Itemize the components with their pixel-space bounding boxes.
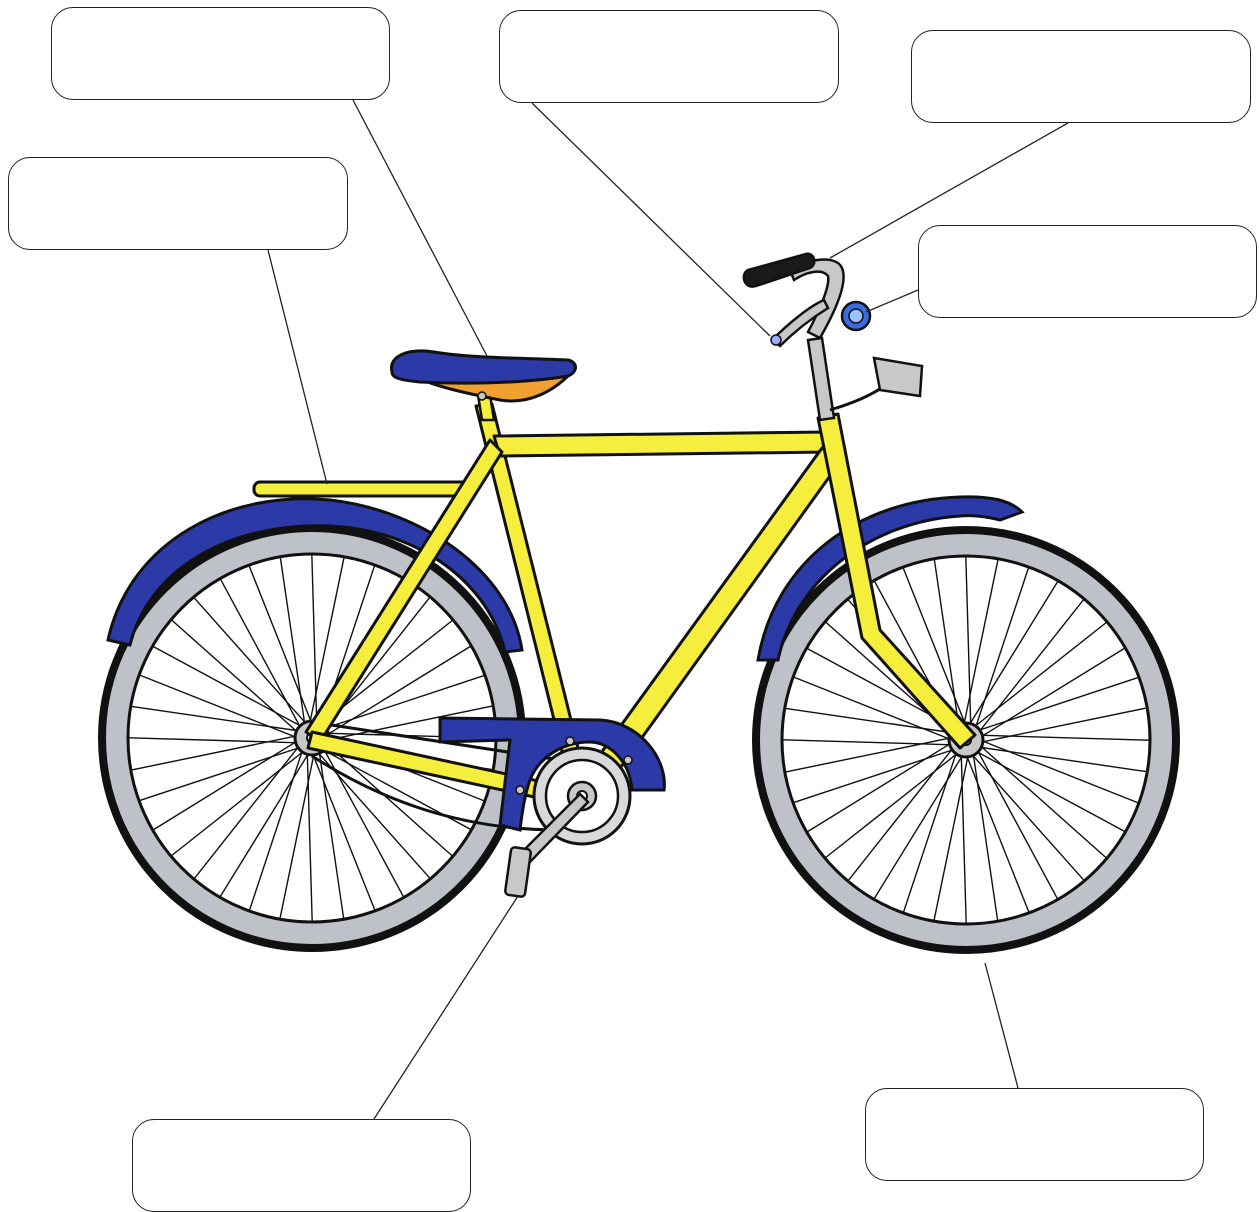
label-box-pedal[interactable] (132, 1119, 471, 1212)
leader-line-rack (268, 250, 327, 484)
handlebar-assembly (744, 254, 922, 420)
leader-line-bell (866, 290, 918, 312)
pedal-shape (505, 847, 531, 897)
label-box-seat[interactable] (51, 7, 390, 100)
bell-shape (842, 302, 870, 330)
label-box-handlebar[interactable] (911, 30, 1251, 123)
label-box-tyre[interactable] (865, 1088, 1204, 1181)
saddle (391, 351, 575, 420)
leader-line-tyre (985, 963, 1018, 1088)
lamp-shape (874, 358, 922, 396)
label-box-rack[interactable] (8, 157, 348, 250)
leader-line-seat (353, 100, 487, 356)
handlebar-grip (744, 254, 815, 287)
label-box-brake[interactable] (499, 10, 839, 103)
rear-rack (254, 482, 474, 496)
label-box-bell[interactable] (918, 225, 1257, 318)
leader-line-brake (532, 103, 770, 336)
